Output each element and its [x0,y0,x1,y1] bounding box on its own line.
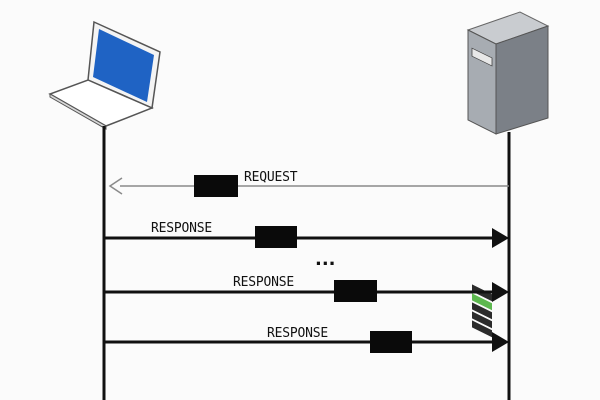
response-message: RESPONSE [104,221,509,248]
request-packet [194,175,238,197]
laptop-screen [93,29,154,102]
response-packet [255,226,297,248]
server-tower-icon [466,11,550,338]
response-message: RESPONSE [104,326,509,353]
response-label: RESPONSE [151,221,212,236]
response-packet [370,331,412,353]
response-packet [334,280,377,302]
response-label: RESPONSE [233,275,294,290]
request-message: REQUEST [108,170,509,197]
response-label: RESPONSE [267,326,328,341]
ellipsis: ... [315,249,336,270]
laptop-icon [48,20,161,130]
request-label: REQUEST [244,170,298,185]
response-message: RESPONSE [104,275,509,302]
